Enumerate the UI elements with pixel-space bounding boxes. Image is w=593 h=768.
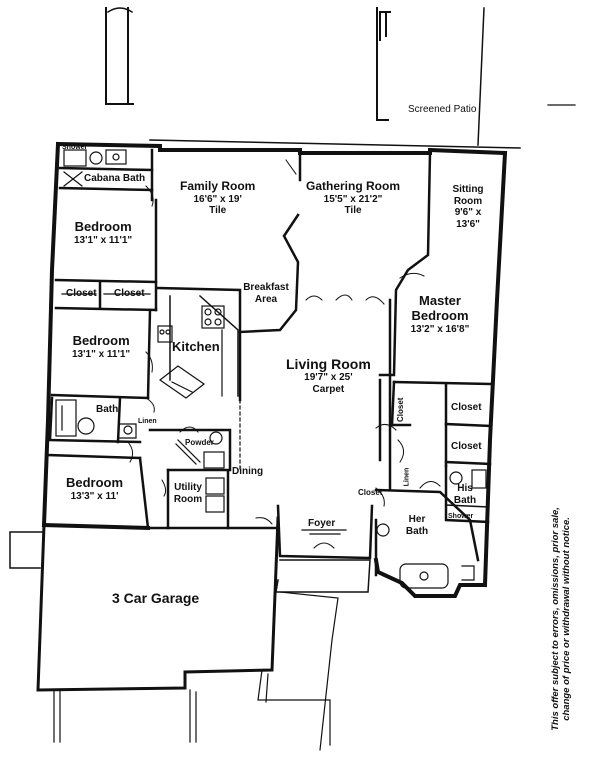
dining-label: Dining: [232, 466, 264, 477]
bath-label: Bath: [96, 404, 119, 415]
shower-label-cabana: Shower: [62, 144, 88, 151]
deck-fragment-left: [105, 7, 134, 105]
closet-label-m2: Closet: [451, 441, 482, 452]
family-room-label: Family Room 16'6" x 19' Tile: [180, 179, 256, 217]
screened-patio-label: Screened Patio: [408, 104, 477, 115]
linen-label-1: Linen: [138, 418, 157, 425]
closet-label-a: Closet: [66, 288, 97, 299]
bedroom-3-label: Bedroom 13'3" x 11': [66, 475, 124, 502]
shower-label-master: Shower: [448, 513, 474, 520]
master-bedroom-label: Master Bedroom 13'2" x 16'8": [410, 293, 470, 335]
utility-room-label: Utility Room: [173, 482, 203, 505]
gathering-room-label: Gathering Room 15'5" x 21'2" Tile: [306, 179, 401, 217]
foyer-label: Foyer: [308, 518, 336, 529]
disclaimer: This offer subject to errors, omissions,…: [550, 498, 572, 748]
breakfast-area-label: Breakfast Area: [243, 282, 289, 305]
door-swings: [127, 185, 441, 549]
kitchen-label: Kitchen: [172, 339, 220, 354]
her-bath-label: Her Bath: [405, 514, 429, 537]
garage-walls: [9, 516, 371, 751]
bedroom-2-label: Bedroom 13'1" x 11'1": [72, 333, 131, 360]
cabana-bath-label: Cabana Bath: [84, 173, 146, 184]
sitting-room-label: Sitting Room 9'6" x 13'6": [452, 184, 484, 230]
powder-label: Powder: [185, 438, 214, 447]
patio-edge: [149, 139, 521, 149]
his-bath-label: His Bath: [453, 483, 477, 506]
exterior-walls: [41, 141, 508, 598]
closet-label-m1: Closet: [451, 402, 482, 413]
living-room-label: Living Room 19'7" x 25' Carpet: [286, 356, 371, 395]
closet-label-foyer: Closet: [358, 488, 383, 497]
closet-label-m3: Closet: [396, 397, 405, 422]
deck-fragment-right: [376, 7, 576, 146]
closet-label-b: Closet: [114, 288, 145, 299]
disclaimer-text: This offer subject to errors, omissions,…: [550, 507, 572, 731]
linen-label-2: Linen: [403, 467, 411, 487]
fixtures: [55, 149, 487, 589]
interior-walls: [46, 148, 492, 577]
bedroom-1-label: Bedroom 13'1" x 11'1": [74, 219, 133, 246]
garage-label: 3 Car Garage: [112, 590, 200, 606]
